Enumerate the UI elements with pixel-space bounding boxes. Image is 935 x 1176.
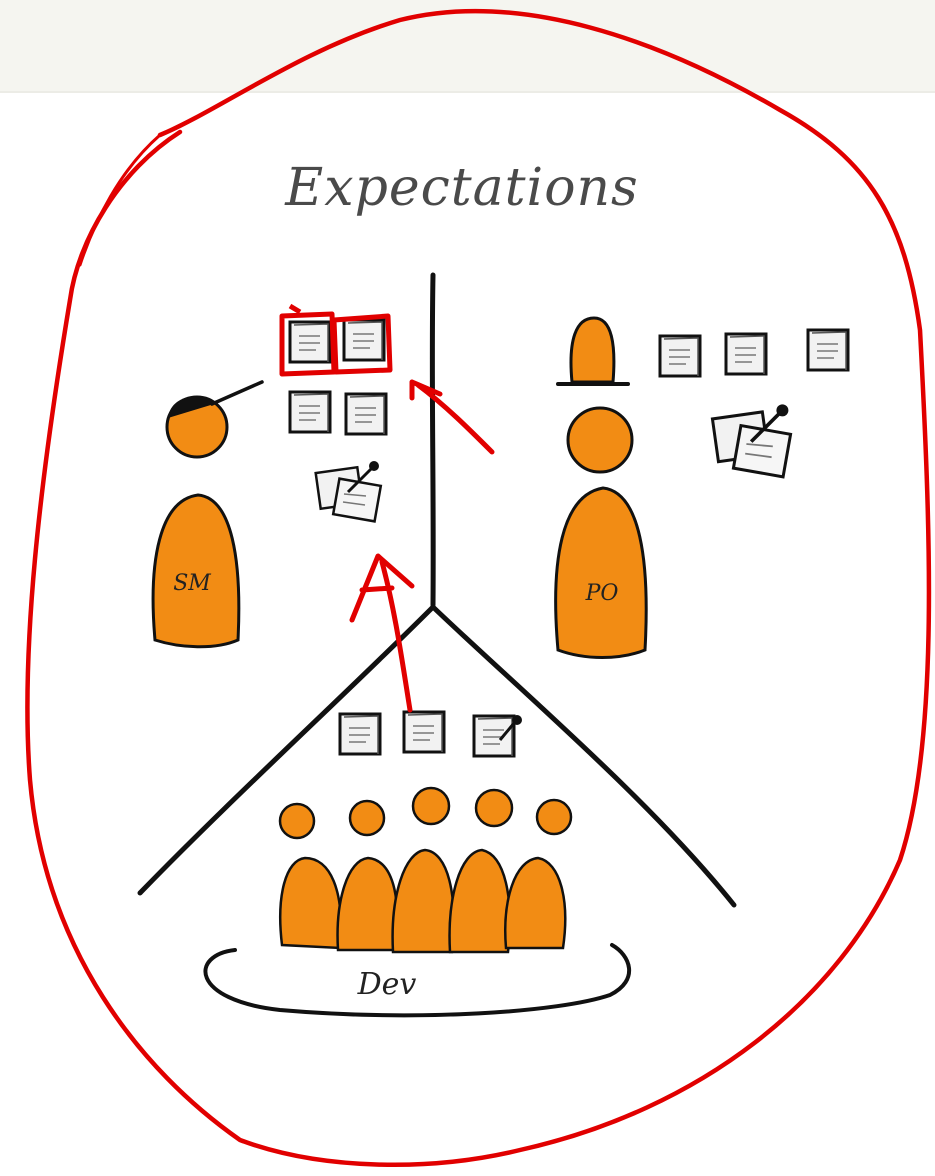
dev-head: [474, 788, 514, 828]
highlight-box: [331, 313, 393, 375]
sticky-note-icon: [342, 318, 386, 362]
divider-left-branch: [137, 604, 436, 896]
po-hat-icon: [569, 316, 616, 384]
sm-body: [151, 493, 241, 649]
notepad-with-pen-icon: [314, 459, 383, 523]
sticky-note-icon: [402, 710, 446, 754]
po-head: [566, 406, 634, 474]
notepad-with-pen-icon: [710, 402, 793, 479]
sm-label: SM: [173, 571, 211, 596]
dev-body: [336, 856, 399, 952]
po-label: PO: [585, 581, 619, 606]
dev-body: [279, 856, 343, 950]
dev-head: [411, 786, 451, 826]
background-band: [0, 0, 935, 92]
scrum-master-figure: SM: [151, 380, 264, 649]
annotation-outline: [25, 8, 932, 1167]
dev-label: Dev: [357, 967, 417, 1002]
dev-body: [391, 848, 455, 954]
sticky-note-icon: [288, 390, 332, 434]
sticky-note-icon: [806, 328, 850, 372]
dev-team-base: [203, 943, 631, 1018]
dev-team: Dev: [203, 786, 631, 1018]
dev-documents: [338, 710, 522, 758]
sticky-note-icon: [344, 392, 388, 436]
po-body: [554, 486, 648, 659]
dev-pen-icon: [498, 721, 517, 741]
sm-cap-visor: [210, 380, 264, 406]
po-documents: [658, 328, 850, 479]
sm-documents: [288, 318, 388, 523]
arrow-icon: [409, 379, 495, 455]
sticky-note-icon: [724, 332, 768, 376]
sticky-note-icon: [288, 320, 332, 364]
dev-head: [278, 802, 316, 840]
product-owner-figure: PO: [554, 316, 648, 659]
dev-body: [448, 848, 512, 954]
dev-pen-tip-icon: [512, 715, 522, 725]
divider-right-branch: [430, 604, 737, 908]
dev-head: [348, 799, 386, 837]
sm-cap-icon: [168, 396, 214, 418]
divider-vertical: [429, 272, 436, 608]
dev-head: [535, 798, 573, 836]
sticky-note-icon: [338, 712, 382, 756]
red-annotations: [25, 8, 932, 1167]
arrow-icon: [349, 553, 415, 713]
diagram-title: Expectations: [284, 158, 638, 218]
sticky-note-icon: [472, 714, 516, 758]
sticky-note-icon: [658, 334, 702, 378]
dev-body: [504, 856, 567, 950]
annotation-outline-tail: [78, 133, 162, 267]
